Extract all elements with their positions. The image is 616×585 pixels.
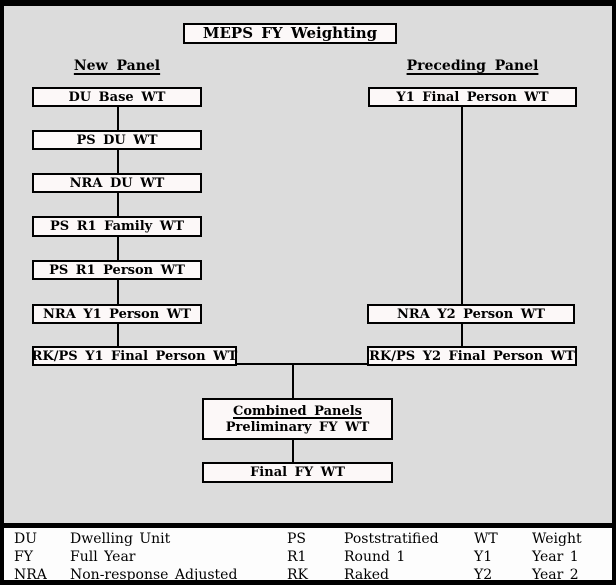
legend-def: Weight [532, 531, 582, 547]
combined-panels-label: Combined Panels [233, 403, 362, 419]
merge-drop-line [292, 363, 294, 400]
legend-abbr: RK [287, 567, 308, 583]
flow-box-du-base-wt: DU Base WT [32, 87, 202, 107]
box-label: NRA Y2 Person WT [397, 306, 545, 322]
legend-abbr: NRA [14, 567, 47, 583]
legend-def: Round 1 [344, 549, 406, 565]
preceding-panel-heading: Preceding Panel [406, 58, 539, 74]
title-box: MEPS FY Weighting [183, 23, 397, 44]
legend-abbr: R1 [287, 549, 307, 565]
legend-def: Year 2 [532, 567, 579, 583]
flow-box-nra-y2-person-wt: NRA Y2 Person WT [367, 304, 575, 324]
box-label: NRA DU WT [69, 175, 165, 191]
flow-box-ps-r1-person-wt: PS R1 Person WT [32, 260, 202, 280]
box-label: Final FY WT [250, 465, 345, 480]
flow-box-nra-du-wt: NRA DU WT [32, 173, 202, 193]
flow-box-final-fy-wt: Final FY WT [202, 462, 393, 483]
box-label: NRA Y1 Person WT [43, 306, 191, 322]
legend-def: Year 1 [532, 549, 579, 565]
legend-abbr: FY [14, 549, 33, 565]
legend-def: Non-response Adjusted [70, 567, 238, 583]
legend-abbr: PS [287, 531, 307, 547]
page-title: MEPS FY Weighting [202, 24, 378, 42]
preceding-panel-connector-line [461, 106, 463, 348]
box-label: RK/PS Y2 Final Person WT [369, 348, 575, 364]
legend-abbr: DU [14, 531, 38, 547]
legend-row: NRA Non-response Adjusted RK Raked Y2 Ye… [4, 567, 612, 585]
new-panel-heading: New Panel [73, 58, 161, 74]
merge-horizontal-line [236, 363, 370, 365]
box-label: PS DU WT [76, 132, 158, 148]
legend-abbr: Y1 [474, 549, 493, 565]
diagram-area: MEPS FY Weighting New Panel Preceding Pa… [4, 6, 612, 523]
legend-def: Raked [344, 567, 389, 583]
flow-box-nra-y1-person-wt: NRA Y1 Person WT [32, 304, 202, 324]
legend-def: Dwelling Unit [70, 531, 171, 547]
legend-def: Full Year [70, 549, 136, 565]
box-label: DU Base WT [68, 89, 166, 105]
box-label: RK/PS Y1 Final Person WT [31, 348, 238, 364]
legend-abbr: Y2 [474, 567, 493, 583]
legend: DU Dwelling Unit PS Poststratified WT We… [4, 528, 612, 583]
combined-to-final-line [292, 439, 294, 464]
flow-box-combined-panels: Combined Panels Preliminary FY WT [202, 398, 393, 440]
box-label: PS R1 Family WT [50, 219, 184, 234]
flow-box-rk-ps-y1-final-person-wt: RK/PS Y1 Final Person WT [32, 346, 237, 366]
legend-abbr: WT [474, 531, 498, 547]
box-label: Y1 Final Person WT [396, 89, 549, 105]
legend-def: Poststratified [344, 531, 439, 547]
legend-row: FY Full Year R1 Round 1 Y1 Year 1 [4, 549, 612, 567]
flow-box-y1-final-person-wt: Y1 Final Person WT [368, 87, 577, 107]
legend-row: DU Dwelling Unit PS Poststratified WT We… [4, 531, 612, 549]
flow-box-ps-r1-family-wt: PS R1 Family WT [32, 216, 202, 237]
flow-box-rk-ps-y2-final-person-wt: RK/PS Y2 Final Person WT [367, 346, 577, 366]
flow-box-ps-du-wt: PS DU WT [32, 130, 202, 150]
preliminary-fy-wt-label: Preliminary FY WT [225, 419, 370, 435]
box-label: PS R1 Person WT [49, 262, 185, 278]
